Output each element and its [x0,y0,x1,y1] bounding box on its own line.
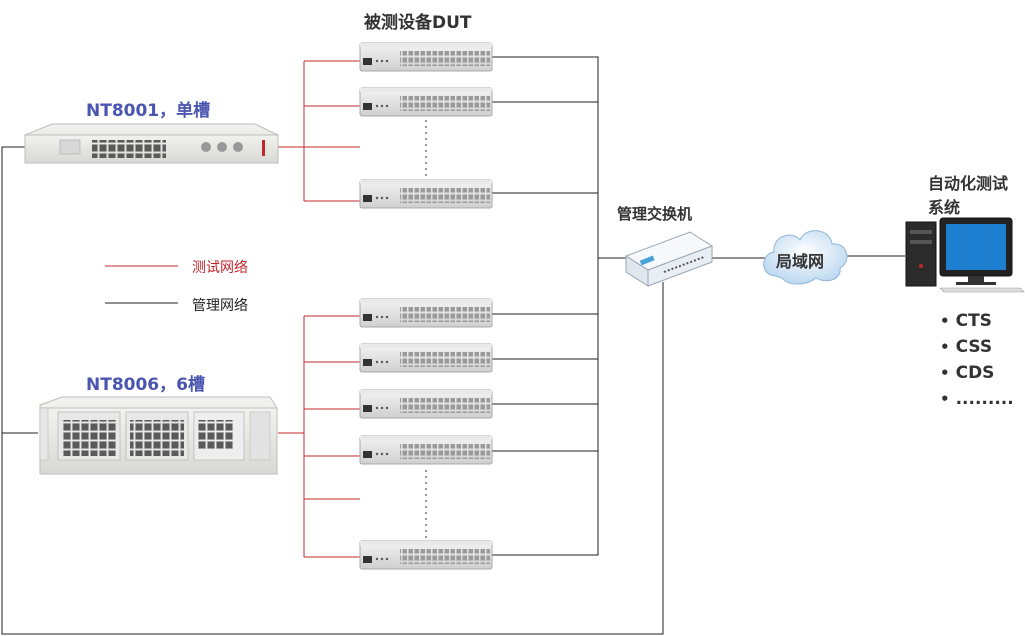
dut-device-5 [359,343,493,373]
dut-device-8 [359,540,493,570]
system-item: CDS [940,360,1014,386]
test-network-lines [278,60,360,558]
system-item: CSS [940,334,1014,360]
dut-device-6 [359,389,493,419]
auto-system-title: 自动化测试系统 [928,174,1009,217]
dut-device-1 [359,42,493,72]
legend-test-label: 测试网络 [192,260,248,276]
switch-title: 管理交换机 [617,205,693,223]
nt8001-title: NT8001，单槽 [86,101,211,121]
lan-cloud-icon [763,230,848,285]
nt8006-device [39,396,278,475]
dut-device-2 [359,87,493,117]
system-item: CTS [940,308,1014,334]
management-switch-icon [624,231,714,287]
lan-label: 局域网 [776,252,825,271]
nt8001-device [24,123,279,164]
dut-title: 被测设备DUT [364,13,472,33]
nt8006-title: NT8006，6槽 [86,375,205,395]
legend-mgmt-label: 管理网络 [192,298,248,314]
management-network-lines [1,56,905,635]
dut-device-3 [359,179,493,209]
system-item: ......... [940,386,1014,412]
system-list: CTS CSS CDS ......... [940,308,1014,412]
legend-swatches [105,265,178,304]
computer-icon [905,217,1025,293]
dut-device-7 [359,435,493,465]
dut-device-4 [359,298,493,328]
